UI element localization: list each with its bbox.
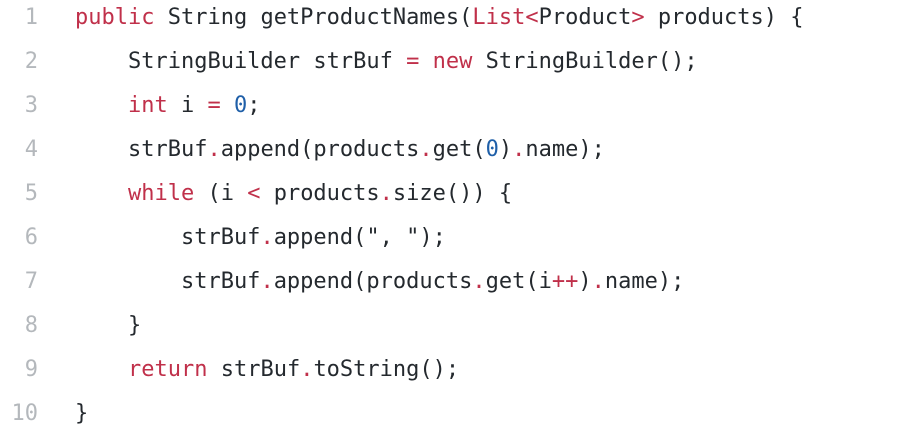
- code-token: [75, 357, 128, 382]
- line-code: strBuf.append(", ");: [75, 216, 446, 260]
- code-token: strBuf: [75, 137, 208, 162]
- code-token: StringBuilder();: [472, 49, 698, 74]
- code-token: 0: [485, 137, 499, 162]
- line-number: 10: [11, 401, 39, 426]
- code-token: }: [75, 313, 142, 338]
- code-token: [221, 93, 234, 118]
- code-token: i: [167, 93, 208, 118]
- code-token: products) {: [644, 5, 804, 30]
- code-token: .: [379, 181, 393, 206]
- code-token: return: [127, 357, 208, 382]
- line-number: 1: [24, 5, 38, 30]
- code-token: .: [260, 269, 274, 294]
- line-code: return strBuf.toString();: [75, 348, 459, 392]
- code-line: 9 return strBuf.toString();: [0, 348, 908, 392]
- code-token: List: [472, 5, 526, 30]
- code-token: StringBuilder strBuf: [75, 49, 407, 74]
- line-number: 6: [24, 225, 38, 250]
- code-token: [419, 49, 432, 74]
- code-token: strBuf: [75, 225, 261, 250]
- code-token: name);: [604, 269, 685, 294]
- line-code: StringBuilder strBuf = new StringBuilder…: [75, 40, 698, 84]
- code-token: size()) {: [392, 181, 513, 206]
- code-token: }: [75, 401, 89, 426]
- line-code: }: [75, 304, 141, 348]
- code-token: int: [127, 93, 168, 118]
- code-token: while: [127, 181, 195, 206]
- code-token: strBuf: [207, 357, 301, 382]
- code-token: .: [300, 357, 314, 382]
- code-token: =: [406, 49, 420, 74]
- code-token: .: [207, 137, 221, 162]
- code-token: get(i: [485, 269, 552, 294]
- code-token: products: [260, 181, 380, 206]
- code-line: 6 strBuf.append(", ");: [0, 216, 908, 260]
- line-code: strBuf.append(products.get(0).name);: [75, 128, 605, 172]
- code-line: 10}: [0, 392, 908, 436]
- code-token: .: [419, 137, 433, 162]
- line-code: int i = 0;: [75, 84, 261, 128]
- line-code: public String getProductNames(List<Produ…: [75, 0, 804, 40]
- code-token: 0: [233, 93, 248, 118]
- code-token: Product: [538, 5, 632, 30]
- code-token: ++: [551, 269, 579, 294]
- line-number: 4: [24, 137, 38, 162]
- line-number: 9: [24, 357, 38, 382]
- code-token: strBuf: [75, 269, 261, 294]
- code-line: 1 public String getProductNames(List<Prod…: [0, 0, 908, 40]
- code-token: [75, 93, 128, 118]
- code-token: .: [591, 269, 605, 294]
- code-token: <: [525, 5, 539, 30]
- line-number: 3: [24, 93, 38, 118]
- code-line: 7 strBuf.append(products.get(i++).name);: [0, 260, 908, 304]
- code-token: ;: [247, 93, 261, 118]
- code-token: =: [207, 93, 221, 118]
- line-number: 5: [24, 181, 38, 206]
- code-token: public: [75, 5, 155, 30]
- code-token: .: [472, 269, 486, 294]
- code-token: (i: [194, 181, 248, 206]
- line-number: 7: [24, 269, 38, 294]
- code-line: 8 }: [0, 304, 908, 348]
- code-token: <: [247, 181, 261, 206]
- code-token: .: [512, 137, 526, 162]
- line-code: }: [75, 392, 88, 436]
- code-token: ): [578, 269, 592, 294]
- code-token: String getProductNames(: [154, 5, 473, 30]
- line-code: strBuf.append(products.get(i++).name);: [75, 260, 684, 304]
- code-token: toString();: [313, 357, 460, 382]
- code-token: new: [432, 49, 473, 74]
- code-line: 4 strBuf.append(products.get(0).name);: [0, 128, 908, 172]
- line-number: 8: [24, 313, 38, 338]
- code-token: get(: [432, 137, 486, 162]
- code-token: append(products: [220, 137, 420, 162]
- code-line: 3 int i = 0;: [0, 84, 908, 128]
- line-number: 2: [24, 49, 38, 74]
- code-token: >: [631, 5, 645, 30]
- code-line: 2 StringBuilder strBuf = new StringBuild…: [0, 40, 908, 84]
- code-line: 5 while (i < products.size()) {: [0, 172, 908, 216]
- code-token: append(products: [273, 269, 473, 294]
- code-token: name);: [525, 137, 605, 162]
- code-token: .: [260, 225, 274, 250]
- code-token: [75, 181, 128, 206]
- line-code: while (i < products.size()) {: [75, 172, 512, 216]
- code-token: ): [498, 137, 513, 162]
- code-token: append(", ");: [273, 225, 446, 250]
